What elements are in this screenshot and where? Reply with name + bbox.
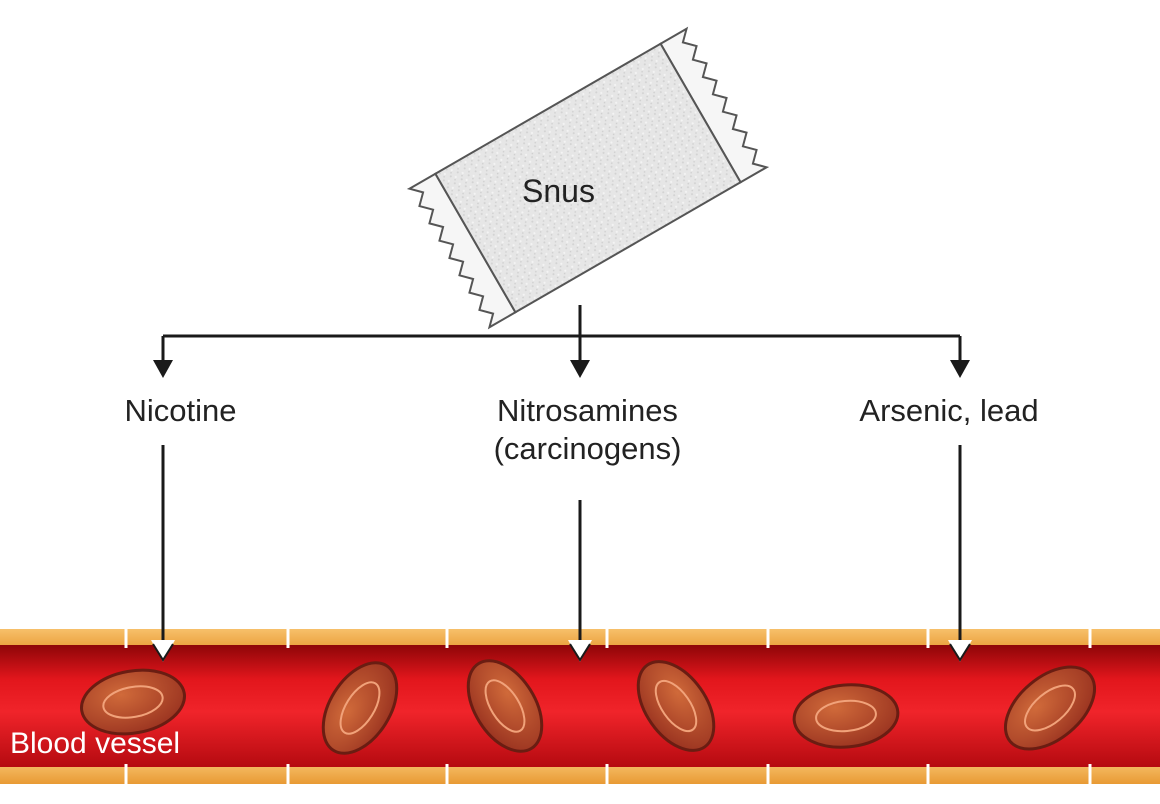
snus-packet-icon: [406, 26, 770, 330]
nitrosamines-label-group: Nitrosamines (carcinogens): [455, 392, 720, 468]
arrowhead-nitrosamines: [570, 360, 590, 378]
arrowhead-vessel-nitrosamines: [568, 640, 592, 662]
carcinogens-sublabel: (carcinogens): [493, 430, 682, 466]
red-blood-cell: [1003, 665, 1097, 751]
red-blood-cell: [792, 683, 900, 749]
arrowhead-vessel-nicotine: [151, 640, 175, 662]
red-blood-cell: [321, 661, 399, 755]
branch-connector: [161, 305, 962, 370]
vessel-lumen: [0, 645, 1160, 767]
arrowhead-vessel-arsenic: [948, 640, 972, 662]
snus-label: Snus: [522, 173, 595, 209]
red-blood-cell: [466, 659, 544, 753]
endothelial-cell-borders: [124, 629, 1092, 784]
nicotine-label: Nicotine: [124, 393, 237, 428]
red-blood-cell: [636, 660, 716, 752]
arrowhead-arsenic: [950, 360, 970, 378]
nitrosamines-label: Nitrosamines: [497, 393, 678, 428]
arsenic-lead-label: Arsenic, lead: [859, 393, 1039, 428]
arrowhead-nicotine: [153, 360, 173, 378]
red-blood-cell: [80, 668, 186, 736]
blood-vessel-label: Blood vessel: [10, 727, 181, 760]
